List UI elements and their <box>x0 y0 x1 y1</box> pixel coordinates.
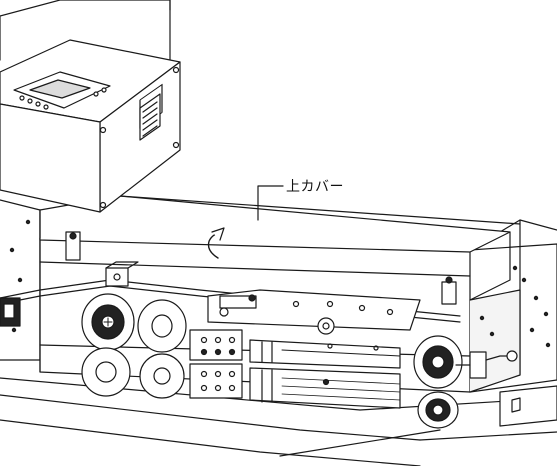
guide-block-lower <box>189 363 243 399</box>
roller-right-lower <box>417 391 459 429</box>
callout-leader <box>257 185 284 221</box>
fan-vent-icon <box>139 83 163 141</box>
upper-cover-label: 上カバー <box>286 179 344 195</box>
side-adjuster <box>455 350 518 379</box>
controller-box <box>0 0 181 213</box>
roller-right-upper <box>413 335 463 389</box>
tensioner-bracket <box>105 261 139 287</box>
roller-upper-right <box>137 299 187 353</box>
roller-lower-right <box>139 353 185 399</box>
slide-unit-lower <box>249 367 401 409</box>
left-edge-component <box>0 297 21 327</box>
slide-unit-upper <box>249 339 401 369</box>
roller-upper-left <box>81 293 135 351</box>
upper-cover <box>39 195 521 305</box>
lower-right-bracket <box>499 385 557 427</box>
guide-block-upper <box>189 329 243 361</box>
roller-lower-left <box>81 347 131 397</box>
upper-mechanism-plate <box>207 289 421 335</box>
open-direction-arrow-icon <box>207 227 225 259</box>
